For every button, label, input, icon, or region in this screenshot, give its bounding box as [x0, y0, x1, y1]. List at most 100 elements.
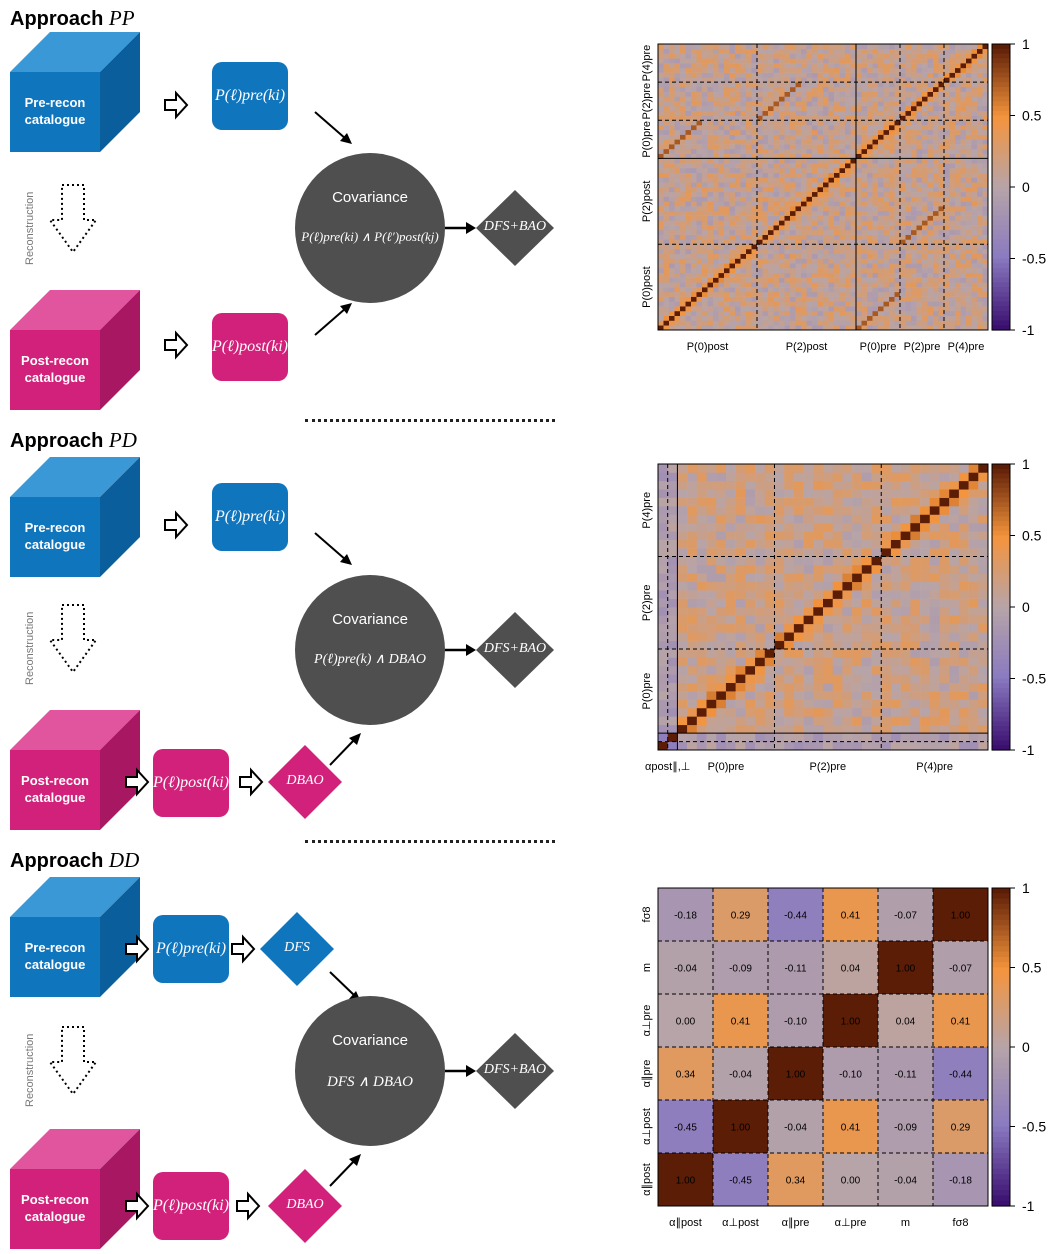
heatmap-cell: [949, 248, 956, 255]
heatmap-cell: [823, 129, 829, 135]
heatmap-cell: [713, 253, 719, 259]
heatmap-cell: [706, 581, 717, 591]
heatmap-cell: [966, 105, 972, 112]
heatmap-cell: [724, 77, 730, 83]
heatmap-cell: [735, 191, 741, 197]
heatmap-cell: [872, 301, 879, 307]
heatmap-cell: [922, 134, 928, 140]
heatmap-cell: [751, 306, 758, 312]
heatmap-cell: [779, 182, 785, 188]
heatmap-cell: [852, 716, 863, 726]
heatmap-cell: [832, 556, 843, 566]
heatmap-cell: [762, 53, 769, 59]
heatmap-cell: [768, 187, 774, 193]
heatmap-cell: [894, 296, 901, 302]
heatmap-cell: [883, 158, 890, 164]
heatmap-cell: [779, 96, 785, 102]
heatmap-cell: [812, 325, 818, 331]
heatmap-cell: [707, 134, 714, 140]
heatmap-cell: [803, 472, 814, 482]
heatmap-cell: [735, 514, 746, 524]
heatmap-cell: [894, 53, 901, 59]
heatmap-cell: [982, 244, 989, 250]
heatmap-cell: [842, 623, 853, 633]
heatmap-cell: [762, 158, 769, 164]
heatmap-cell: [938, 125, 945, 131]
heatmap-cell: [735, 682, 746, 692]
heatmap-cell: [793, 615, 804, 625]
heatmap-cell: [910, 598, 921, 608]
heatmap-cell: [687, 724, 698, 734]
heatmap-cell: [905, 244, 912, 250]
heatmap-cell: [806, 67, 813, 73]
colorbar-cell: [992, 44, 1010, 50]
heatmap-cell: [793, 691, 804, 700]
colorbar-cell: [992, 282, 1010, 288]
heatmap-cell: [958, 691, 969, 700]
heatmap-cell: [894, 48, 901, 54]
heatmap-cell: [850, 96, 857, 102]
heatmap-cell: [982, 272, 989, 278]
heatmap-cell: [920, 741, 931, 751]
heatmap-cell: [793, 724, 804, 734]
heatmap-cell: [878, 182, 884, 188]
heatmap-cell: [845, 315, 851, 321]
heatmap-cell: [680, 163, 686, 169]
heatmap-cell: [890, 522, 901, 532]
heatmap-cell: [850, 63, 857, 69]
heatmap-cell: [735, 263, 741, 269]
heatmap-cell: [663, 48, 670, 54]
heatmap-cell: [878, 263, 884, 269]
heatmap-cell: [691, 277, 697, 283]
heatmap-cell: [773, 82, 780, 88]
heatmap-cell: [817, 177, 824, 183]
heatmap-cell: [856, 310, 862, 316]
heatmap-cell: [696, 615, 707, 625]
heatmap-cell: [751, 182, 758, 188]
heatmap-cell: [867, 277, 873, 283]
heatmap-cell: [881, 741, 892, 751]
heatmap-cell: [872, 196, 879, 202]
post-recon-cube: [10, 290, 140, 410]
heatmap-cell: [872, 268, 879, 274]
heatmap-cell: [696, 480, 707, 490]
heatmap-cell: [949, 489, 960, 498]
heatmap-cell: [696, 239, 703, 245]
heatmap-cell: [927, 248, 934, 255]
heatmap-cell: [762, 196, 769, 202]
heatmap-cell: [977, 101, 983, 107]
heatmap-cell: [823, 640, 834, 650]
heatmap-cell: [894, 153, 901, 159]
heatmap-cell: [900, 153, 906, 159]
heatmap-cell: [933, 67, 939, 73]
heatmap-cell: [933, 148, 939, 154]
heatmap-cell: [834, 215, 840, 221]
heatmap-cell: [894, 253, 901, 259]
heatmap-cell: [762, 58, 769, 64]
heatmap-cell: [729, 115, 736, 121]
heatmap-cell: [669, 239, 675, 245]
heatmap-cell: [768, 101, 774, 107]
heatmap-cell: [955, 182, 961, 188]
heatmap-cell: [691, 105, 697, 112]
heatmap-cell: [746, 148, 752, 154]
heatmap-cell: [890, 657, 901, 667]
heatmap-cell: [790, 196, 796, 202]
heatmap-cell: [871, 598, 882, 608]
heatmap-cell: [927, 96, 934, 102]
heatmap-cell: [764, 581, 775, 591]
heatmap-cell: [685, 215, 692, 221]
heatmap-cell: [691, 296, 697, 302]
heatmap-cell: [900, 716, 911, 726]
heatmap-cell: [773, 263, 780, 269]
heatmap-cell: [845, 239, 851, 245]
heatmap-cell: [823, 489, 834, 498]
heatmap-cell: [938, 72, 945, 78]
heatmap-cell: [856, 105, 862, 112]
heatmap-cell: [977, 44, 983, 50]
heatmap-cell: [894, 91, 901, 97]
heatmap-cell: [955, 239, 961, 245]
heatmap-cell: [813, 581, 824, 591]
heatmap-cell: [982, 277, 989, 283]
heatmap-cell: [834, 177, 840, 183]
